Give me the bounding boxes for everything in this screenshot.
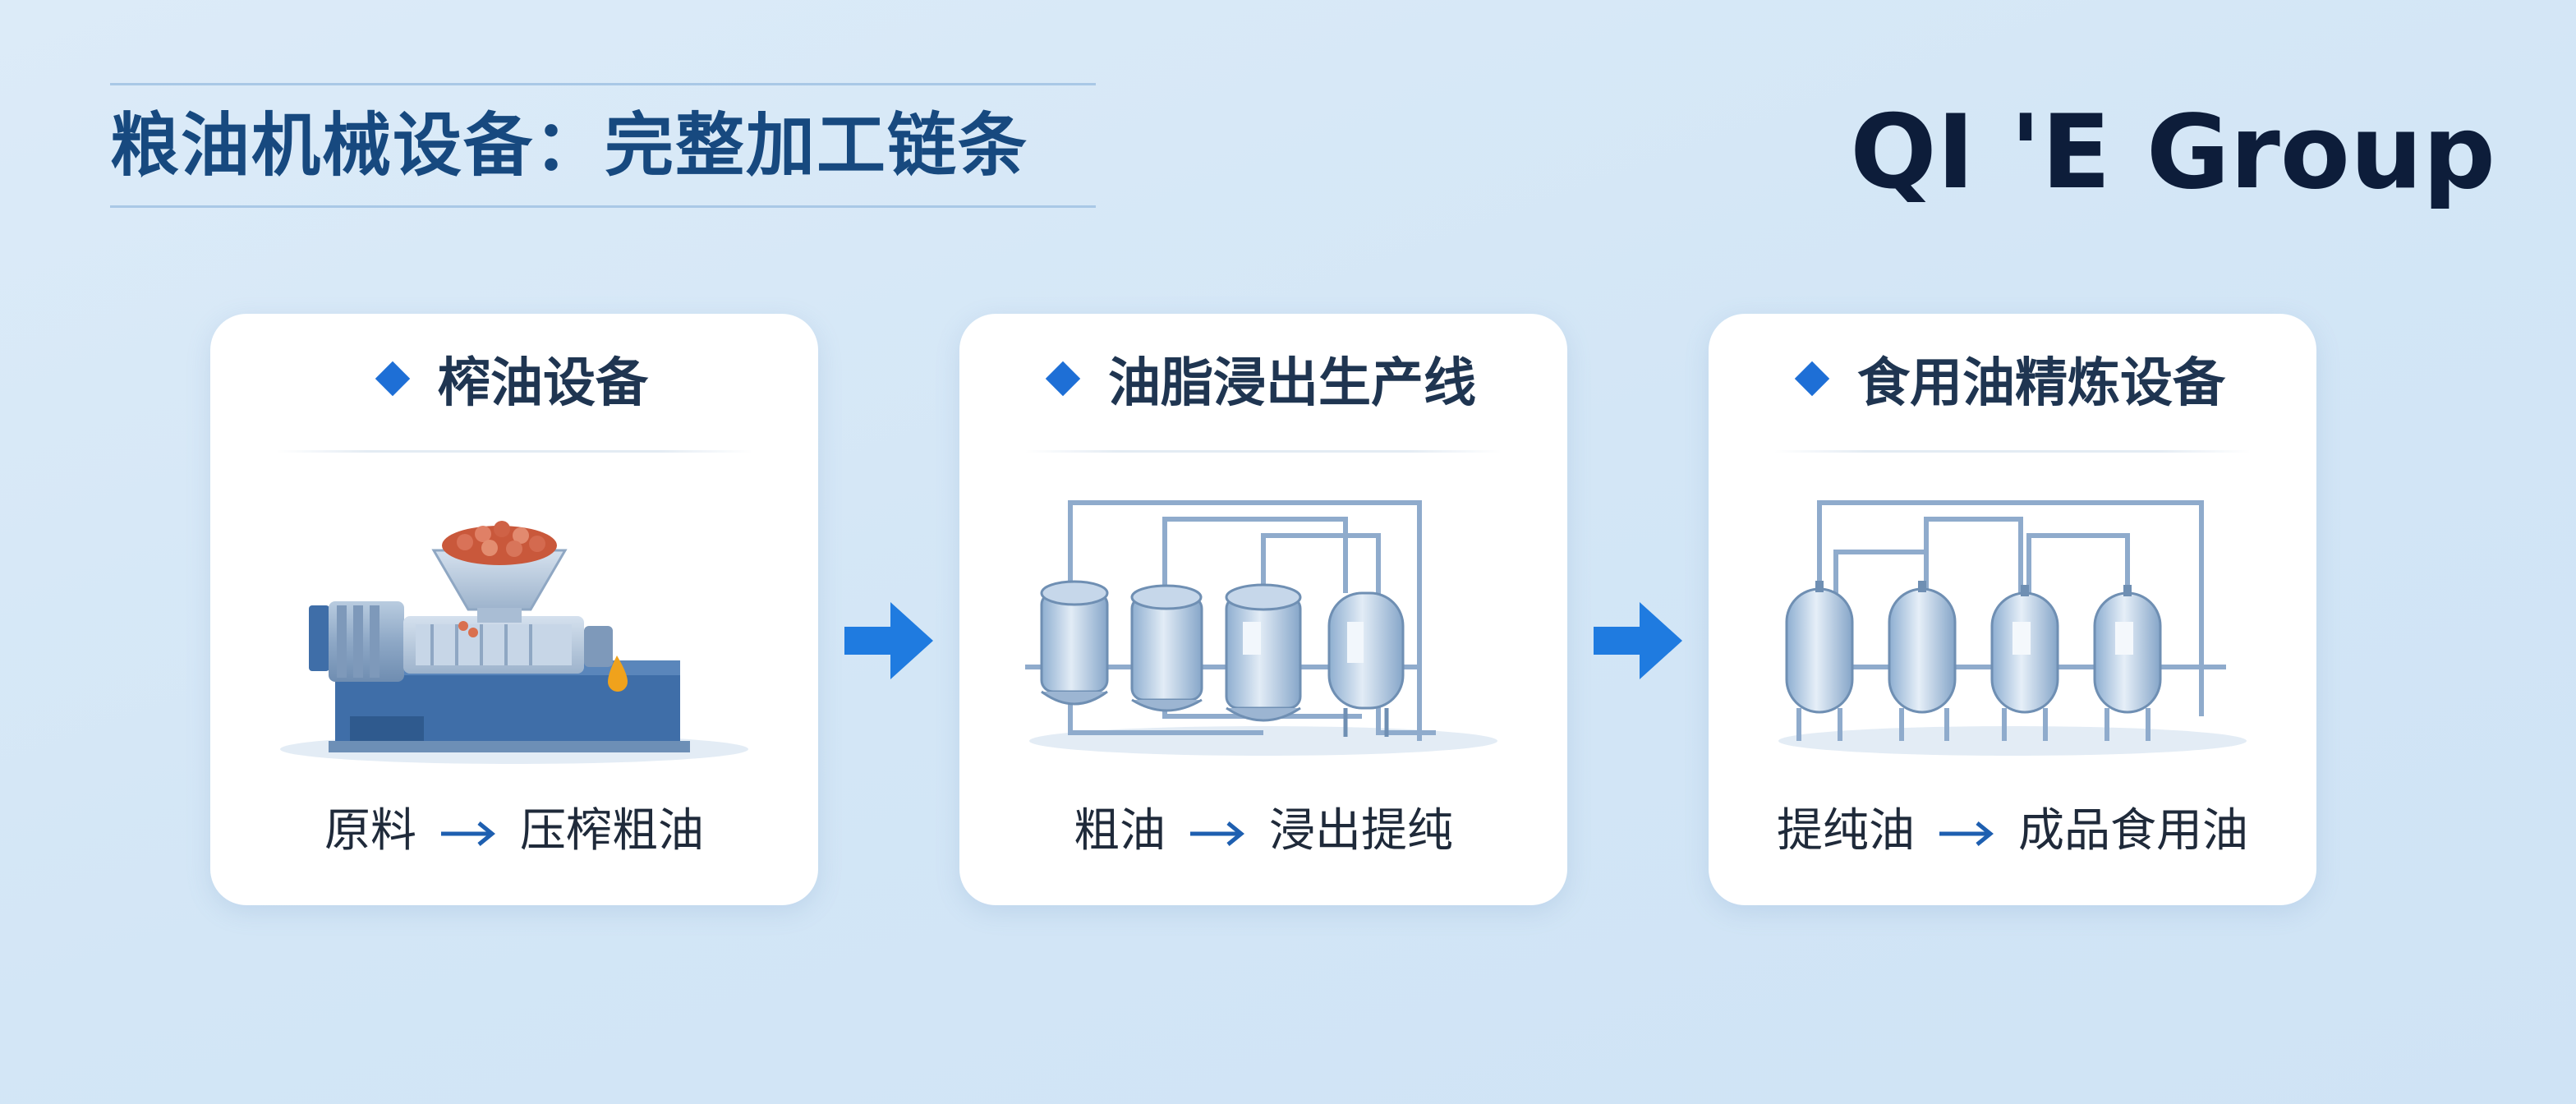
flow-from: 粗油 bbox=[1074, 804, 1166, 858]
flow-to: 成品食用油 bbox=[2018, 804, 2248, 858]
card-divider bbox=[1025, 450, 1502, 453]
card-divider bbox=[1774, 450, 2251, 453]
card-header: 油脂浸出生产线 bbox=[959, 347, 1567, 421]
card-divider bbox=[276, 450, 752, 453]
card-flow: 粗油 浸出提纯 bbox=[959, 794, 1567, 868]
refining-tanks-icon bbox=[1778, 500, 2247, 756]
flow-to: 压榨粗油 bbox=[520, 804, 704, 858]
arrow-right-icon bbox=[1594, 602, 1682, 679]
brand-logo: QI 'E Group bbox=[1850, 94, 2496, 212]
diamond-bullet-icon bbox=[1045, 361, 1081, 397]
card-header: 榨油设备 bbox=[210, 347, 818, 421]
arrow-right-icon bbox=[1939, 821, 1994, 846]
card-flow: 原料 压榨粗油 bbox=[210, 794, 818, 868]
card-title: 食用油精炼设备 bbox=[1857, 353, 2225, 414]
stage-card-press: 榨油设备 bbox=[210, 314, 818, 905]
flow-from: 原料 bbox=[324, 804, 416, 858]
card-title: 油脂浸出生产线 bbox=[1108, 353, 1476, 414]
diamond-bullet-icon bbox=[1794, 361, 1830, 397]
card-header: 食用油精炼设备 bbox=[1709, 347, 2316, 421]
stage-card-refining: 食用油精炼设备 提纯 bbox=[1709, 314, 2316, 905]
flow-from: 提纯油 bbox=[1777, 804, 1915, 858]
extraction-tanks-icon bbox=[1025, 500, 1497, 756]
card-title: 榨油设备 bbox=[438, 353, 648, 414]
arrow-right-icon bbox=[441, 821, 495, 846]
stage-card-extraction: 油脂浸出生产线 bbox=[959, 314, 1567, 905]
arrow-right-icon bbox=[1190, 821, 1244, 846]
diamond-bullet-icon bbox=[375, 361, 411, 397]
page-title: 粮油机械设备：完整加工链条 bbox=[110, 105, 1029, 186]
title-rule-top bbox=[110, 83, 1096, 85]
title-rule-bottom bbox=[110, 205, 1096, 208]
flow-to: 浸出提纯 bbox=[1269, 804, 1453, 858]
card-flow: 提纯油 成品食用油 bbox=[1709, 794, 2316, 868]
arrow-right-icon bbox=[844, 602, 933, 679]
oil-press-machine-icon bbox=[280, 521, 748, 764]
